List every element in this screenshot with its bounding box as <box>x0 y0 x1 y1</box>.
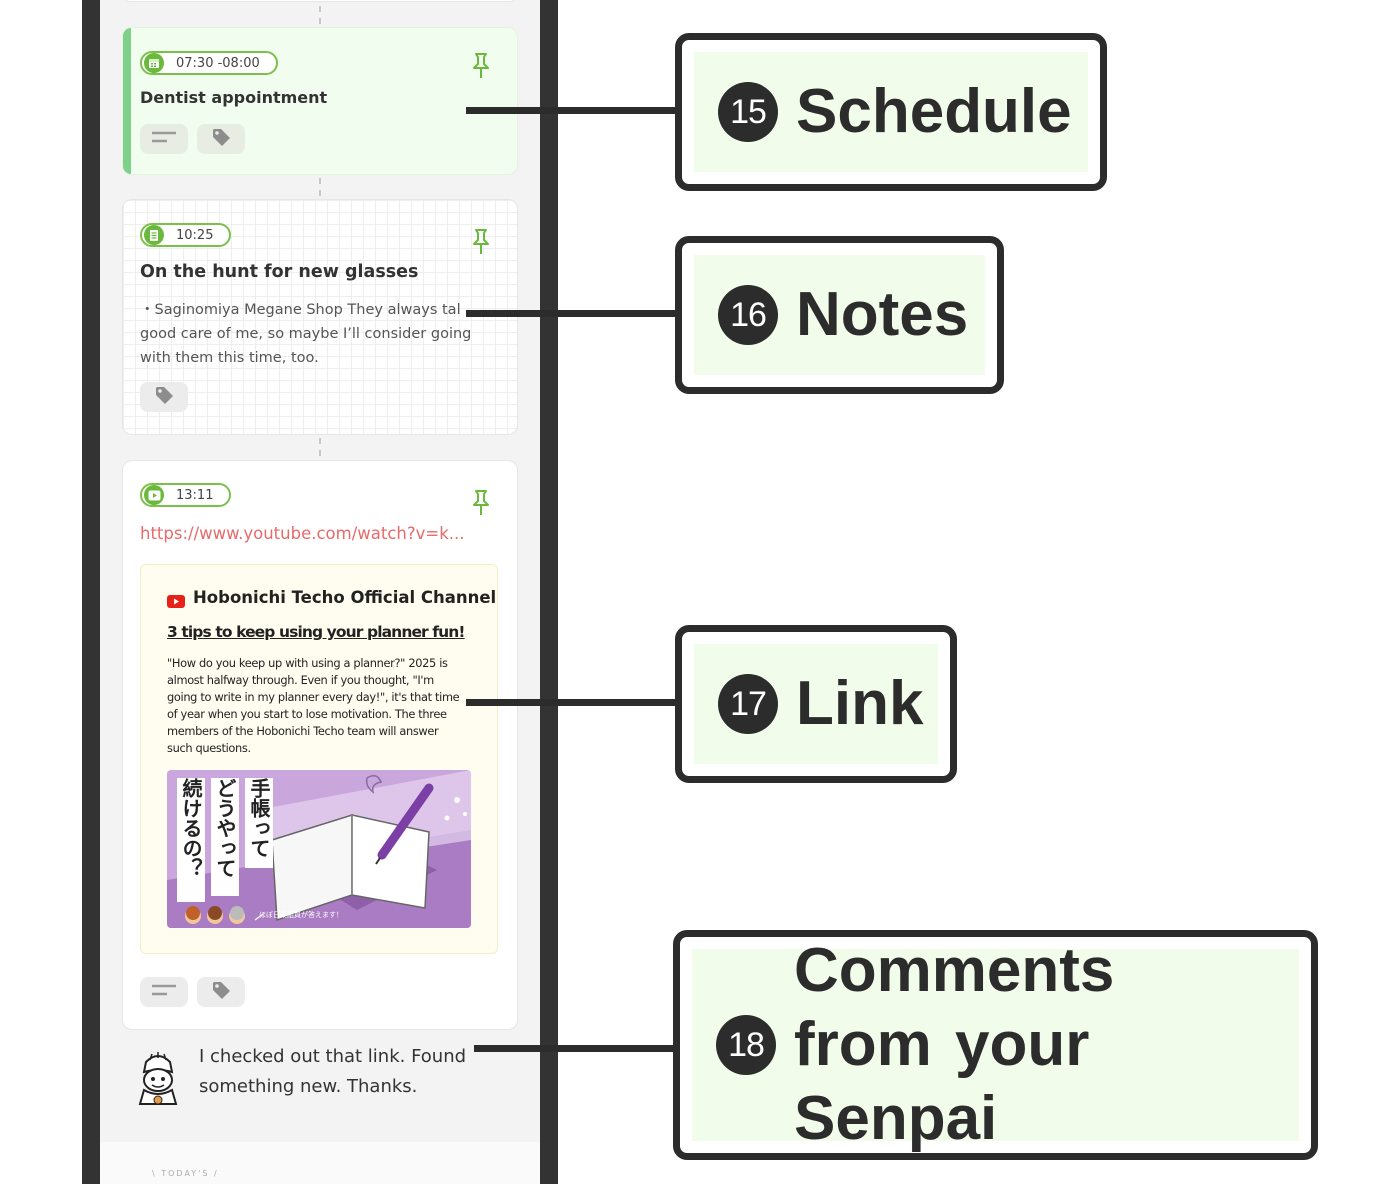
link-preview[interactable]: Hobonichi Techo Official Channel 3 tips … <box>140 564 498 954</box>
notes-time-pill[interactable]: 10:25 <box>140 223 232 247</box>
senpai-avatar-icon <box>136 1050 180 1111</box>
tag-chip[interactable] <box>197 977 245 1007</box>
preview-channel-name: Hobonichi Techo Official Channel <box>193 588 497 607</box>
link-time: 13:11 <box>176 487 214 503</box>
callout-number: 15 <box>718 82 778 142</box>
notes-body-line: good care of me, so maybe I’ll consider … <box>140 326 470 342</box>
thumbnail-title-col-3: 続けるの？ <box>179 778 203 878</box>
notes-body: ・Saginomiya Megane Shop They always tal … <box>140 298 470 370</box>
notes-time: 10:25 <box>176 227 214 243</box>
tag-icon <box>154 385 174 410</box>
notes-body-line: with them this time, too. <box>140 350 319 366</box>
thumbnail-illustration <box>167 770 471 928</box>
thumbnail-title-col-1: 手帳って <box>247 778 271 858</box>
callout-number: 16 <box>718 285 778 345</box>
schedule-time: 07:30 -08:00 <box>176 55 260 71</box>
tag-icon <box>211 127 231 152</box>
pin-icon[interactable] <box>470 228 492 256</box>
senpai-comment: I checked out that link. Found something… <box>100 1032 540 1142</box>
youtube-icon <box>167 595 185 613</box>
callout-schedule: 15 Schedule <box>675 33 1107 191</box>
tag-chip[interactable] <box>197 124 245 154</box>
callout-number: 17 <box>718 674 778 734</box>
bottom-section <box>100 1142 540 1184</box>
preview-description-line: members of the Hobonichi Techo team will… <box>167 724 439 738</box>
callout-label-line: Comments <box>794 936 1115 1005</box>
callout-label: Link <box>796 669 924 739</box>
link-time-pill[interactable]: 13:11 <box>140 483 232 507</box>
schedule-accent-bar <box>123 28 131 174</box>
tag-icon <box>211 980 231 1005</box>
preview-description-line: "How do you keep up with using a planner… <box>167 656 448 670</box>
preview-description-line: such questions. <box>167 741 251 755</box>
comment-line: something new. Thanks. <box>199 1076 418 1097</box>
callout-inner: 16 Notes <box>694 255 985 375</box>
link-url[interactable]: https://www.youtube.com/watch?v=k... <box>140 524 465 543</box>
schedule-card[interactable]: 07:30 -08:00 Dentist appointment <box>122 27 518 175</box>
tag-chip[interactable] <box>140 382 188 412</box>
comment-text: I checked out that link. Found something… <box>199 1042 489 1102</box>
note-icon <box>144 225 164 245</box>
lines-icon <box>151 130 177 149</box>
memo-chip[interactable] <box>140 124 188 154</box>
leader-line-15 <box>466 107 682 114</box>
link-card[interactable]: 13:11 https://www.youtube.com/watch?v=k.… <box>122 460 518 1030</box>
leader-line-18 <box>474 1045 682 1052</box>
todays-label: \ TODAY'S / <box>152 1169 219 1178</box>
preview-description-line: going to write in my planner every day!"… <box>167 690 460 704</box>
callout-inner: 15 Schedule <box>694 52 1088 172</box>
timeline-connector <box>319 438 321 456</box>
notes-card[interactable]: 10:25 On the hunt for new glasses ・Sagin… <box>122 199 518 435</box>
lines-icon <box>151 983 177 1002</box>
callout-label: Notes <box>796 280 969 350</box>
timeline-connector <box>319 178 321 196</box>
pin-icon[interactable] <box>470 52 492 80</box>
leader-line-17 <box>466 699 682 706</box>
comment-line: I checked out that link. Found <box>199 1046 467 1067</box>
thumbnail-title-col-2: どうやって <box>213 778 237 878</box>
notes-body-line: ・Saginomiya Megane Shop They always tal <box>140 302 461 318</box>
callout-label: Comments from your Senpai <box>794 934 1299 1156</box>
schedule-time-pill[interactable]: 07:30 -08:00 <box>140 51 278 75</box>
schedule-title: Dentist appointment <box>140 88 328 107</box>
calendar-icon <box>144 53 164 73</box>
phone-frame-right <box>540 0 558 1184</box>
callout-comments: 18 Comments from your Senpai <box>673 930 1318 1160</box>
callout-label-line: from your Senpai <box>794 1010 1090 1153</box>
callout-link: 17 Link <box>675 625 957 783</box>
callout-inner: 17 Link <box>694 644 938 764</box>
thumbnail-caption: ほぼ日乗組員が答えます！ <box>259 911 343 919</box>
previous-card-fragment[interactable] <box>123 0 517 2</box>
notes-title: On the hunt for new glasses <box>140 262 419 282</box>
phone-frame-left <box>82 0 100 1184</box>
preview-description-line: of year when you start to lose motivatio… <box>167 707 447 721</box>
timeline-screen[interactable]: 07:30 -08:00 Dentist appointment 10:25 O… <box>100 0 540 1184</box>
memo-chip[interactable] <box>140 977 188 1007</box>
timeline-connector <box>319 6 321 24</box>
preview-description: "How do you keep up with using a planner… <box>167 655 477 757</box>
callout-notes: 16 Notes <box>675 236 1004 394</box>
leader-line-16 <box>466 310 682 317</box>
callout-number: 18 <box>716 1015 776 1075</box>
pin-icon[interactable] <box>470 489 492 517</box>
preview-headline[interactable]: 3 tips to keep using your planner fun! <box>167 623 465 641</box>
callout-label: Schedule <box>796 77 1072 147</box>
callout-inner: 18 Comments from your Senpai <box>692 936 1299 1153</box>
preview-description-line: almost halfway through. Even if you thou… <box>167 673 434 687</box>
preview-thumbnail[interactable]: 続けるの？ どうやって 手帳って ほぼ日乗組員が答えます！ <box>167 770 471 928</box>
video-icon <box>144 485 164 505</box>
